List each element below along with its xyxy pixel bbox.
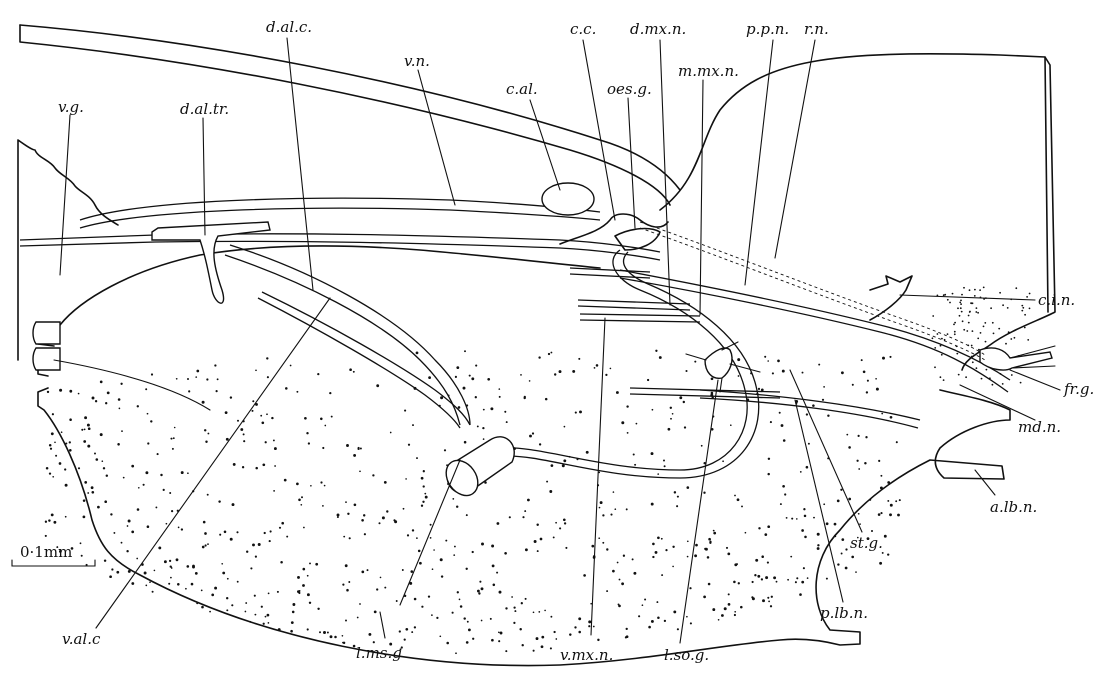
label-v-n: v.n. bbox=[404, 52, 430, 70]
cephalic-extension-inner bbox=[1045, 57, 1048, 312]
label-c-i-n: c.i.n. bbox=[1038, 291, 1075, 309]
head-capsule-outline bbox=[38, 246, 1010, 666]
dorsal-al-commissure-a bbox=[225, 255, 460, 425]
scale-bar: 0·1mm bbox=[12, 543, 95, 566]
connective-lower bbox=[20, 241, 660, 260]
label-l-ms-g: l.ms.g bbox=[356, 644, 402, 662]
labial-nerve bbox=[700, 390, 920, 428]
dorsal-al-commissure-b bbox=[230, 245, 470, 425]
lateral-tube-inner bbox=[54, 360, 210, 410]
label-st-g: st.g. bbox=[850, 534, 883, 552]
ventral-al-commissure-a bbox=[258, 298, 460, 428]
oesophageal-ganglion bbox=[615, 229, 660, 250]
ventral-nerve-v-n bbox=[80, 198, 600, 220]
label-c-al: c.al. bbox=[506, 80, 538, 98]
scale-bar-label: 0·1mm bbox=[20, 543, 72, 561]
labial-stalk bbox=[440, 437, 515, 502]
label-a-lb-n: a.lb.n. bbox=[990, 498, 1037, 516]
label-oes-g: oes.g. bbox=[607, 80, 652, 98]
dorsal-body-line bbox=[20, 25, 670, 205]
label-v-mx-n: v.mx.n. bbox=[560, 646, 613, 664]
label-p-lb-n: p.lb.n. bbox=[820, 604, 868, 622]
ventral-nerve-v-n-lower bbox=[80, 208, 600, 228]
stipple-shading bbox=[45, 287, 1031, 655]
label-d-al-c: d.al.c. bbox=[266, 18, 312, 36]
corpus-allatum bbox=[542, 183, 594, 215]
left-lower-tube-2 bbox=[33, 348, 60, 370]
cephalic-extension bbox=[660, 54, 1055, 370]
label-v-g: v.g. bbox=[58, 98, 84, 116]
label-m-mx-n: m.mx.n. bbox=[678, 62, 739, 80]
label-l-so-g: l.so.g. bbox=[664, 646, 709, 664]
label-fr-g: fr.g. bbox=[1063, 380, 1094, 398]
label-c-c: c.c. bbox=[570, 20, 596, 38]
left-lower-tube-1 bbox=[33, 322, 60, 344]
mandibular-nerve-lower bbox=[620, 278, 1008, 392]
label-p-p-n: p.p.n. bbox=[746, 20, 789, 38]
suboesophageal-ganglion bbox=[705, 348, 732, 378]
label-v-al-c: v.al.c bbox=[62, 630, 101, 648]
label-md-n: md.n. bbox=[1018, 418, 1061, 436]
recurrent-nerve-dotted bbox=[640, 222, 985, 355]
ventral-ganglion-fringe bbox=[18, 140, 118, 360]
label-d-al-tr: d.al.tr. bbox=[180, 100, 229, 118]
label-r-n: r.n. bbox=[804, 20, 829, 38]
recurrent-nerve-dotted-2 bbox=[640, 228, 985, 360]
clypeo-labral-bracket bbox=[870, 276, 912, 320]
dorsal-body-line-upper bbox=[20, 25, 680, 190]
label-d-mx-n: d.mx.n. bbox=[630, 20, 686, 38]
